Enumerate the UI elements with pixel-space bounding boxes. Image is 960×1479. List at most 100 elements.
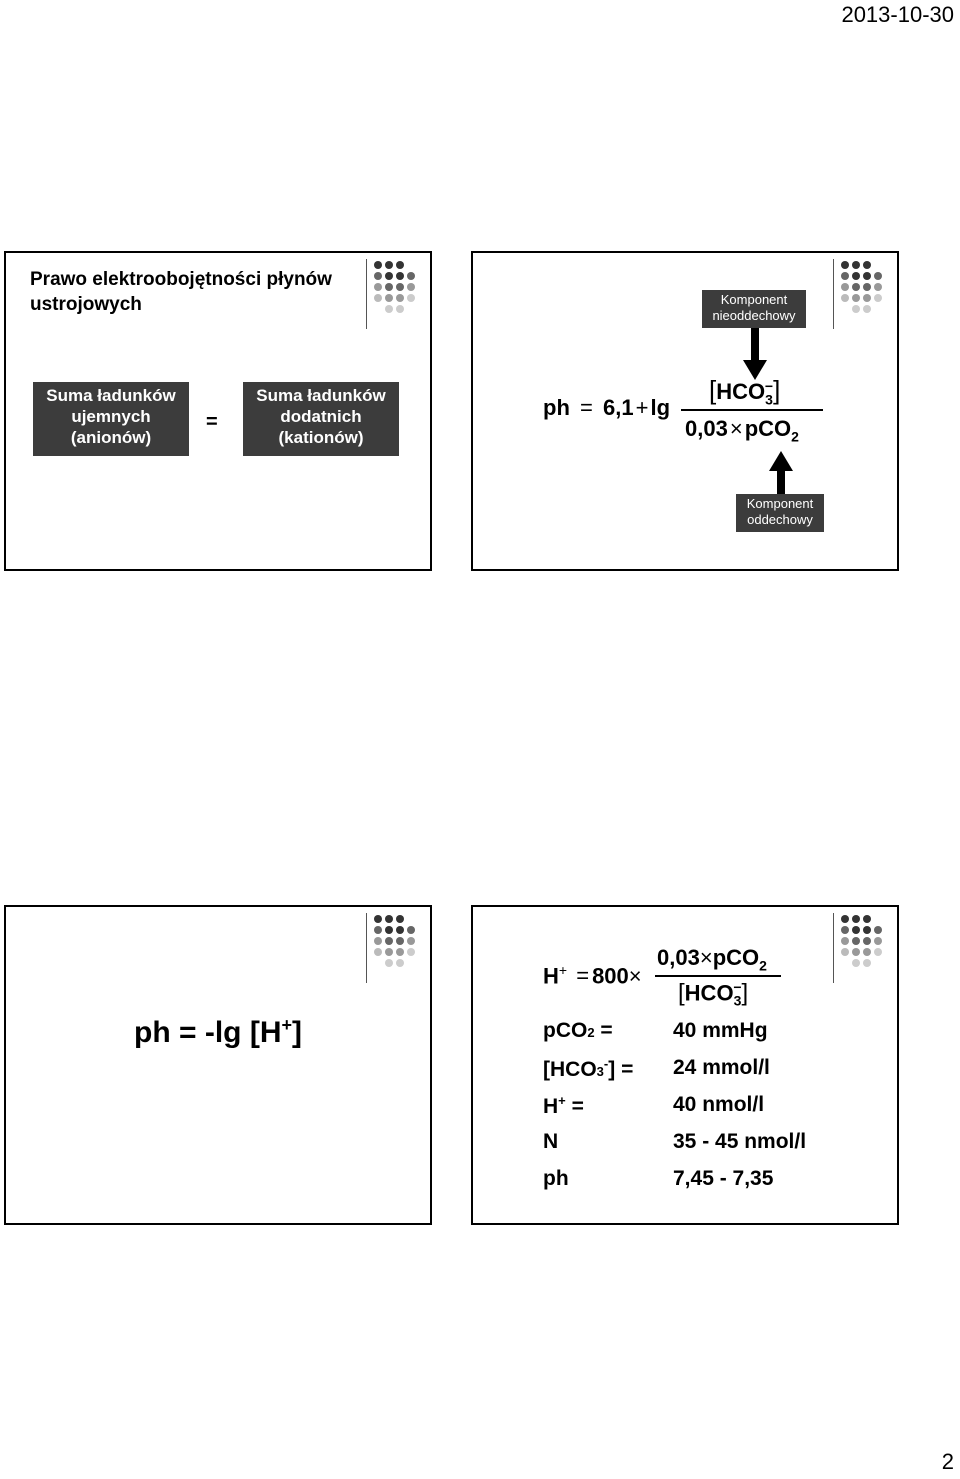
decorative-dot [841,926,849,934]
decorative-dot [407,915,415,923]
decorative-dot [374,937,382,945]
slide-henderson-hasselbalch: Komponent nieoddechowy ph = 6,1+lg [HCO3… [471,251,899,571]
anion-box-line-2: ujemnych [71,407,151,426]
tag-line-2: oddechowy [747,512,813,527]
decorative-dot [874,261,882,269]
decorative-dot [874,283,882,291]
decorative-dot [841,261,849,269]
value-row-normal-range: N 35 - 45 nmol/l [543,1130,883,1160]
decorative-dot [396,926,404,934]
decorative-dot [863,294,871,302]
slide-decoration [833,913,889,983]
decorative-dot [385,926,393,934]
decorative-dot [852,305,860,313]
decorative-dot [396,305,404,313]
cation-charge-box: Suma ładunków dodatnich (kationów) [243,382,399,456]
decorative-dot [841,959,849,967]
decorative-dot [407,294,415,302]
tag-line-1: Komponent [720,292,788,307]
decorative-dot [374,915,382,923]
decorative-dot [396,959,404,967]
value-row-hco3: [HCO3-] = 24 mmol/l [543,1056,883,1086]
decorative-dot [841,272,849,280]
row-value: 24 mmol/l [673,1056,770,1079]
decorative-dot [396,915,404,923]
equals-sign: = [206,411,218,433]
decorative-dot [385,915,393,923]
equation-lhs: H+ =800× [543,962,642,989]
page-number: 2 [941,1449,954,1474]
decorative-dot [407,959,415,967]
decorative-dot [374,261,382,269]
decorative-dot [385,937,393,945]
decorative-dot [407,283,415,291]
slide-ph-definition: ph = -lg [H+] [4,905,432,1225]
decorative-dot [841,915,849,923]
decorative-dot [852,272,860,280]
decorative-dot [863,305,871,313]
decorative-dot [396,294,404,302]
decorative-dot [841,305,849,313]
tag-line-2: nieoddechowy [712,308,796,323]
slide-hydrogen-ion-values: H+ =800× 0,03×pCO2 [HCO3−] pCO2 = 40 mmH… [471,905,899,1225]
value-row-pco2: pCO2 = 40 mmHg [543,1019,883,1049]
decorative-dot [385,948,393,956]
decorative-dot [852,261,860,269]
decorative-dot [874,959,882,967]
respiratory-component-tag: Komponent oddechowy [736,494,824,532]
row-value: 40 nmol/l [673,1093,765,1116]
decorative-dot [385,283,393,291]
equation-denominator: 0,03×pCO2 [685,416,799,445]
decorative-dot [874,305,882,313]
decorative-dot [841,294,849,302]
decorative-dot [863,272,871,280]
value-row-h-plus: H+ = 40 nmol/l [543,1093,883,1123]
row-value: 7,45 - 7,35 [673,1167,774,1190]
cation-box-line-2: dodatnich [280,407,362,426]
decorative-dot [407,272,415,280]
slide-title: Prawo elektroobojętności płynów ustrojow… [30,269,332,315]
anion-charge-box: Suma ładunków ujemnych (anionów) [33,382,189,456]
row-label: ph [543,1167,569,1190]
row-label: pCO2 = [543,1019,613,1042]
decorative-dot [407,948,415,956]
equation-denominator: [HCO3−] [678,979,749,1009]
decorative-dot [385,272,393,280]
cation-box-line-1: Suma ładunków [256,386,386,405]
decorative-dot [874,926,882,934]
value-row-ph: ph 7,45 - 7,35 [543,1167,883,1197]
decorative-dot [874,272,882,280]
decorative-dot [852,959,860,967]
fraction-bar [681,409,823,411]
anion-box-line-3: (anionów) [70,428,152,447]
tag-line-1: Komponent [746,496,814,511]
decorative-dot [852,948,860,956]
decorative-dot [396,272,404,280]
decorative-dot [841,937,849,945]
decorative-dot [374,294,382,302]
decorative-dot [396,937,404,945]
decorative-dot [841,283,849,291]
decorative-dot [874,294,882,302]
decorative-dot [396,948,404,956]
decorative-dot [852,294,860,302]
decorative-dot [374,283,382,291]
decorative-dot [852,937,860,945]
decorative-dot [374,959,382,967]
decorative-dot [874,948,882,956]
cation-box-line-3: (kationów) [278,428,364,447]
decorative-dot [852,915,860,923]
decorative-dot [874,915,882,923]
decorative-dot [396,261,404,269]
row-label: [HCO3-] = [543,1056,634,1081]
decorative-dot [385,294,393,302]
decorative-dot [396,283,404,291]
decorative-dot [374,948,382,956]
decorative-dot [863,948,871,956]
arrow-up-icon [769,451,793,495]
equation-lhs: ph = 6,1+lg [543,395,671,420]
decorative-dot [374,926,382,934]
decorative-dot [863,937,871,945]
decorative-dot [863,261,871,269]
decorative-dot [407,261,415,269]
